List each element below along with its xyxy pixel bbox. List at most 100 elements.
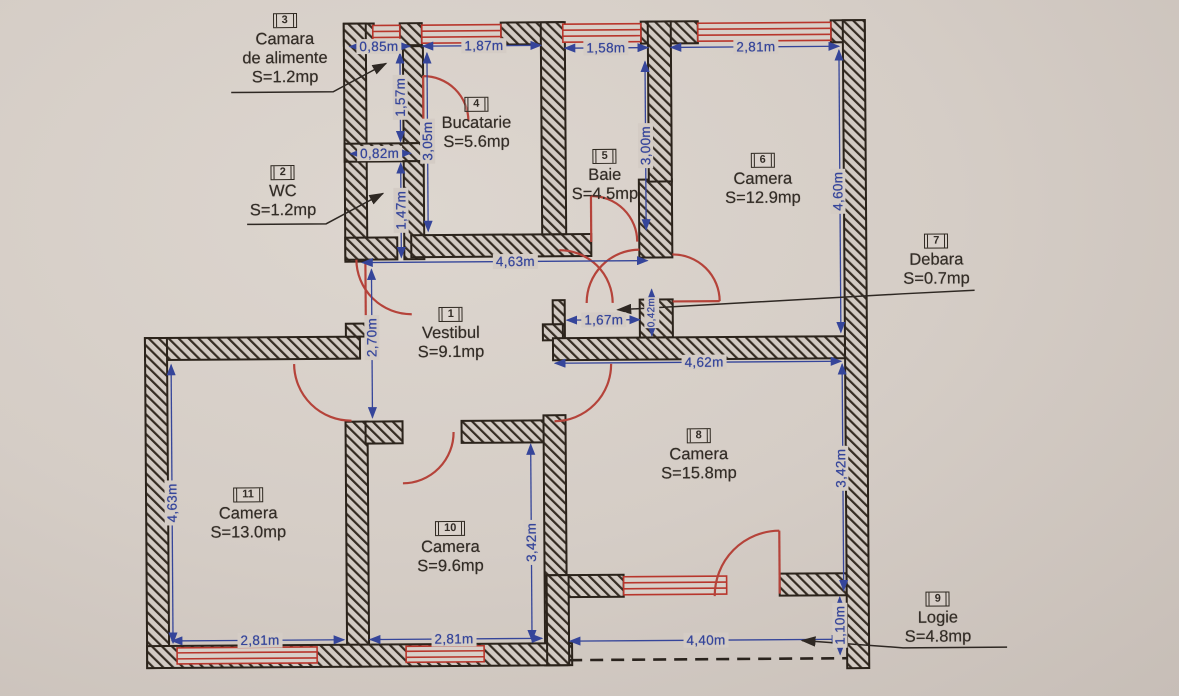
door-arc	[293, 364, 352, 422]
room-name: Camera	[420, 537, 480, 557]
room-name: Baie	[588, 165, 622, 185]
wall-segment	[364, 420, 404, 445]
room-number: 3	[275, 14, 294, 28]
window	[405, 644, 485, 664]
room-number: 4	[467, 97, 486, 111]
wall-segment	[344, 236, 399, 261]
door-arc	[590, 194, 639, 242]
room-name-line2: de alimente	[242, 48, 328, 68]
room-area: S=1.2mp	[251, 67, 319, 87]
dimension-label-camera8-height: 3,42m	[833, 445, 849, 491]
room-area: S=4.5mp	[571, 184, 639, 204]
room-area: S=12.9mp	[725, 188, 801, 208]
dimension-label-debara-width: 1,67m	[581, 312, 627, 328]
room-number-box: 11	[233, 487, 263, 503]
leader-line-debara	[616, 289, 975, 315]
wall-segment	[143, 335, 362, 362]
dimension-label-wc-width: 0,82m	[357, 145, 403, 162]
dimension-label-camera6-height: 4,60m	[830, 168, 846, 214]
wall-segment	[545, 574, 571, 667]
door-arc	[402, 431, 455, 485]
wall-segment	[344, 420, 371, 668]
room-area: S=5.6mp	[443, 132, 510, 152]
room-number: 11	[236, 488, 260, 502]
room-name: Vestibul	[421, 323, 480, 343]
wall-segment	[398, 22, 423, 47]
wall-segment	[637, 178, 674, 259]
room-number: 10	[438, 521, 463, 536]
room-number-box: 3	[272, 13, 297, 29]
dimension-label-vestibul-width: 4,63m	[492, 253, 538, 270]
room-number: 7	[927, 234, 946, 248]
wall-segment	[778, 572, 848, 597]
dimension-label-debara-depth: 0,42m	[644, 296, 660, 329]
dimension-label-camera11-height: 4,63m	[164, 480, 180, 526]
room-area: S=15.8mp	[660, 463, 737, 483]
room-name: WC	[269, 182, 297, 201]
room-number: 8	[689, 429, 708, 443]
window	[561, 22, 642, 43]
wall-segment	[539, 21, 568, 236]
room-name: Camera	[218, 504, 278, 523]
room-number-box: 5	[592, 148, 617, 164]
room-number-box: 1	[438, 306, 463, 323]
dimension-label-logie-height: 1,10m	[832, 602, 848, 648]
room-number-box: 2	[270, 165, 295, 181]
room-number: 1	[441, 307, 460, 322]
window	[176, 646, 318, 665]
dimension-label-camera11-width: 2,81m	[237, 632, 283, 648]
room-area: S=9.6mp	[417, 556, 484, 576]
room-name: Camara	[255, 29, 315, 49]
room-area: S=4.8mp	[904, 627, 972, 646]
room-number: 9	[928, 592, 947, 606]
dimension-label-bucatarie-width: 1,87m	[461, 38, 507, 54]
leader-line-wc	[247, 192, 385, 226]
dimension-label-camera10-width: 2,81m	[431, 631, 477, 647]
room-number-box: 10	[435, 520, 466, 537]
windows-layer	[176, 21, 832, 665]
window	[622, 575, 728, 596]
room-area: S=13.0mp	[210, 523, 287, 542]
room-area: S=0.7mp	[903, 269, 970, 288]
room-number: 6	[753, 153, 772, 167]
walls-layer	[143, 19, 871, 670]
door-arc	[713, 529, 780, 597]
dimension-label-camera8-width: 4,62m	[681, 354, 727, 370]
dimension-label-vestibul-height: 2,70m	[364, 314, 380, 361]
dimension-label-baie-height: 3,00m	[637, 123, 654, 169]
leader-line-camara	[231, 62, 388, 94]
door-arc	[554, 363, 613, 423]
room-number-box: 9	[925, 591, 950, 607]
dimension-label-logie-width: 4,40m	[683, 632, 729, 648]
room-number-box: 4	[464, 96, 489, 112]
dimension-label-camara-width: 0,85m	[356, 38, 402, 55]
room-name: Debara	[909, 250, 964, 269]
room-name: Logie	[917, 608, 959, 627]
dimension-label-camera10-height: 3,42m	[523, 519, 540, 565]
room-number-box: 6	[750, 152, 775, 168]
dimension-label-baie-width: 1,58m	[583, 40, 629, 56]
room-number: 5	[595, 149, 614, 163]
dimension-label-camera6-width: 2,81m	[733, 39, 779, 55]
dimension-label-wc-height: 1,47m	[393, 187, 409, 233]
wall-segment	[841, 19, 871, 670]
door-arc	[559, 249, 614, 303]
dimension-label-camara-height: 1,57m	[392, 74, 408, 120]
room-number-box: 7	[924, 233, 949, 249]
door-arc	[672, 253, 721, 302]
room-name: Bucatarie	[441, 113, 512, 133]
